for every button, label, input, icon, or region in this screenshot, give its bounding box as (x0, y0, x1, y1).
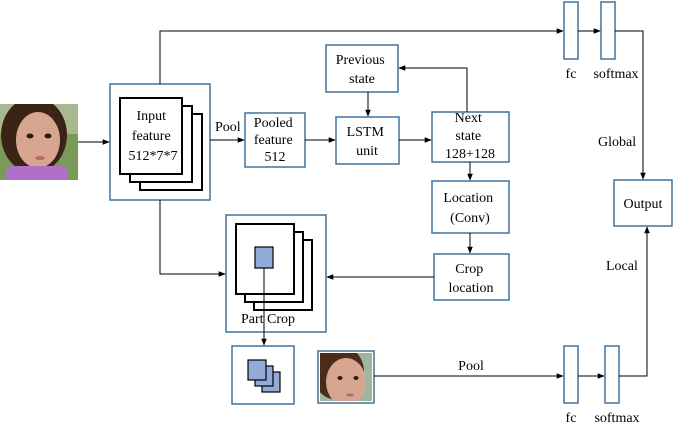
pooled-feature-line-3: 512 (265, 150, 286, 165)
crop-location-label: Crop location (448, 262, 493, 296)
next-state-line-3: 128+128 (445, 147, 495, 162)
input-feature-line-2: feature (132, 129, 171, 144)
pooled-feature-line-1: Pooled (254, 116, 293, 131)
location-conv-line-2: (Conv) (450, 211, 490, 226)
location-conv-line-1: Location (443, 191, 493, 206)
edge-softmax-top-to-output (615, 30, 646, 180)
crop-location-box (433, 253, 510, 301)
softmax-bottom-bar (604, 345, 620, 404)
output-box (613, 179, 673, 227)
previous-state-box (325, 44, 399, 93)
crop-location-line-2: location (448, 281, 493, 296)
edge-label-pool-bottom: Pool (458, 359, 484, 374)
lstm-unit-line-1: LSTM (347, 125, 385, 140)
cropped-features-box (231, 345, 295, 405)
fc-top-label: fc (566, 67, 577, 82)
part-crop-stack (235, 223, 313, 311)
crop-location-line-1: Crop (455, 262, 483, 277)
edge-next-state-to-previous-state (398, 65, 468, 112)
location-conv-label: Location (Conv) (443, 191, 496, 226)
softmax-top-label: softmax (593, 67, 638, 82)
crop-region-square (254, 246, 274, 269)
cropped-features-stack (247, 359, 281, 393)
previous-state-line-1: Previous (336, 53, 385, 68)
fc-bottom-label: fc (566, 411, 577, 426)
edge-label-local: Local (606, 259, 638, 274)
input-feature-line-1: Input (136, 109, 166, 124)
input-image (0, 104, 78, 180)
next-state-box (431, 111, 510, 163)
pooled-feature-line-2: feature (254, 133, 293, 148)
edge-label-pool-top: Pool (215, 120, 241, 135)
fc-top-bar (563, 1, 579, 60)
edge-input-feature-to-part-crop (159, 200, 226, 277)
cropped-image (320, 353, 372, 401)
lstm-unit-label: LSTM unit (347, 125, 388, 159)
edge-softmax-bottom-to-output (619, 226, 650, 377)
location-conv-box (431, 180, 510, 234)
output-label: Output (624, 197, 663, 212)
input-feature-line-3: 512*7*7 (129, 149, 178, 164)
edge-label-global: Global (598, 135, 636, 150)
lstm-unit-line-2: unit (356, 144, 378, 159)
softmax-top-bar (600, 1, 616, 60)
previous-state-line-2: state (349, 72, 375, 87)
part-crop-label: Part Crop (241, 312, 295, 327)
softmax-bottom-label: softmax (594, 411, 639, 426)
pooled-feature-box (244, 112, 306, 168)
next-state-line-1: Next (455, 111, 482, 126)
fc-bottom-bar (563, 345, 579, 404)
input-feature-label: Input feature 512*7*7 (129, 109, 178, 164)
input-feature-stack (119, 97, 203, 191)
edge-input-feature-to-fc-top (159, 28, 564, 84)
pooled-feature-label: Pooled feature 512 (254, 116, 296, 165)
next-state-label: Next state 128+128 (445, 111, 495, 162)
next-state-line-2: state (455, 129, 481, 144)
previous-state-label: Previous state (336, 53, 389, 87)
